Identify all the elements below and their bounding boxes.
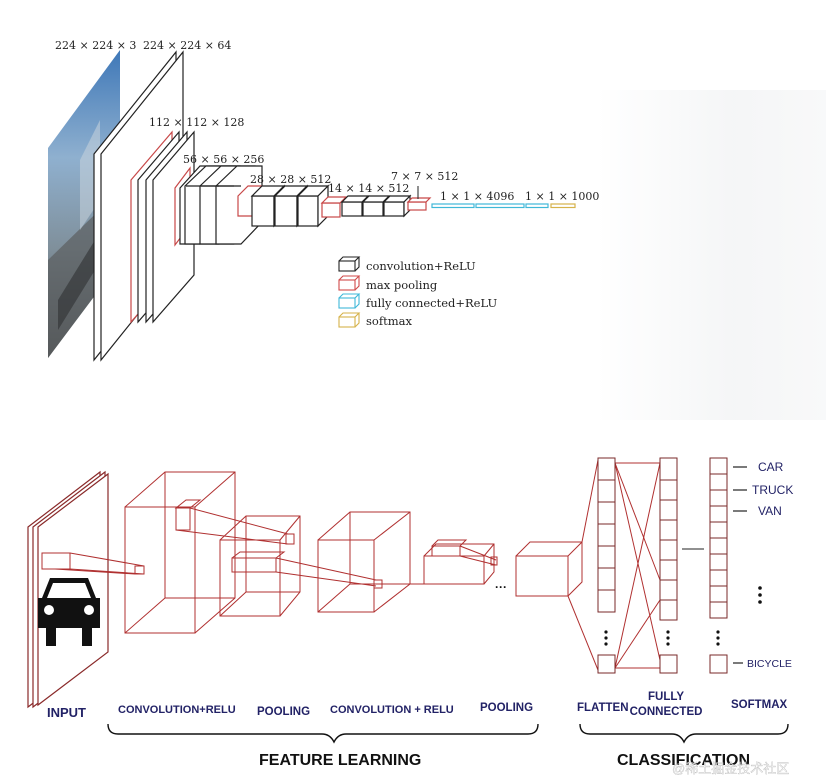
stage-label-pool2: POOLING: [480, 702, 533, 714]
vgg-diagram: 224 × 224 × 3 224 × 224 × 64 112 × 112 ×…: [48, 39, 599, 360]
dim-pool5: 7 × 7 × 512: [391, 170, 458, 183]
dim-fc1: 1 × 1 × 4096: [440, 190, 514, 203]
classification-bracket: [580, 724, 788, 742]
legend-label-softmax: softmax: [366, 314, 412, 328]
stage-label-conv1: CONVOLUTION+RELU: [118, 704, 236, 716]
layers-ellipsis: ···: [495, 580, 507, 594]
stage-label-softmax: SOFTMAX: [731, 699, 788, 711]
vgg-fc-bars: [432, 204, 575, 208]
vgg-conv4-block: [238, 186, 328, 226]
stage-label-fc-line: FULLY: [648, 691, 684, 703]
stage-label-fc-line: CONNECTED: [630, 706, 703, 718]
dim-conv5: 14 × 14 × 512: [328, 182, 409, 195]
class-label-van: VAN: [758, 504, 782, 518]
cnn-conv2-box: [318, 512, 432, 612]
cnn-pool2-box: [424, 540, 497, 584]
legend-item-conv: convolution+ReLU: [339, 257, 476, 273]
flatten-column: [598, 458, 615, 673]
class-labels: CAR TRUCK VAN BICYCLE: [747, 460, 793, 670]
dim-conv1: 224 × 224 × 64: [143, 39, 231, 52]
stage-label-pool1: POOLING: [257, 706, 310, 718]
cnn-diagram: ··· CAR TRUCK VAN BICYCLE INPUT CONVOLUT…: [28, 458, 793, 769]
stage-label-fc: FULLY CONNECTED: [630, 691, 703, 718]
dim-conv2: 112 × 112 × 128: [149, 116, 244, 129]
dim-conv4: 28 × 28 × 512: [250, 173, 331, 186]
cnn-flatten-box: [516, 542, 582, 596]
stage-label-flatten: FLATTEN: [577, 702, 629, 714]
class-label-truck: TRUCK: [752, 483, 793, 497]
legend-label-conv: convolution+ReLU: [366, 259, 476, 273]
legend-label-fc: fully connected+ReLU: [366, 296, 497, 310]
stage-label-conv2: CONVOLUTION + RELU: [330, 704, 454, 716]
dim-conv3: 56 × 56 × 256: [183, 153, 264, 166]
class-label-bicycle: BICYCLE: [747, 658, 792, 670]
legend-item-fc: fully connected+ReLU: [339, 294, 497, 310]
cnn-neuron-columns: [598, 458, 727, 673]
class-ticks: [733, 467, 747, 663]
watermark-text: @稀土掘金技术社区: [672, 761, 789, 776]
legend-label-maxpool: max pooling: [366, 278, 438, 292]
vgg-legend: convolution+ReLU max pooling fully conne…: [339, 257, 497, 328]
legend-item-maxpool: max pooling: [339, 276, 438, 292]
group-label-feature-learning: FEATURE LEARNING: [259, 752, 421, 769]
legend-item-softmax: softmax: [339, 313, 412, 328]
cnn-pool1-box: [176, 500, 376, 616]
dim-input: 224 × 224 × 3: [55, 39, 136, 52]
column-ellipses: [604, 586, 761, 645]
vgg-pool5-block: [408, 198, 430, 210]
vgg-conv5-block: [322, 196, 410, 217]
stage-labels: INPUT CONVOLUTION+RELU POOLING CONVOLUTI…: [47, 691, 788, 720]
feature-learning-bracket: [108, 724, 538, 742]
class-label-car: CAR: [758, 460, 784, 474]
softmax-column: [710, 458, 727, 673]
fc-column: [660, 458, 677, 673]
stage-label-input: INPUT: [47, 705, 86, 720]
group-brackets: [108, 724, 788, 742]
dim-fc3: 1 × 1 × 1000: [525, 190, 599, 203]
cnn-blocks: [55, 460, 660, 670]
